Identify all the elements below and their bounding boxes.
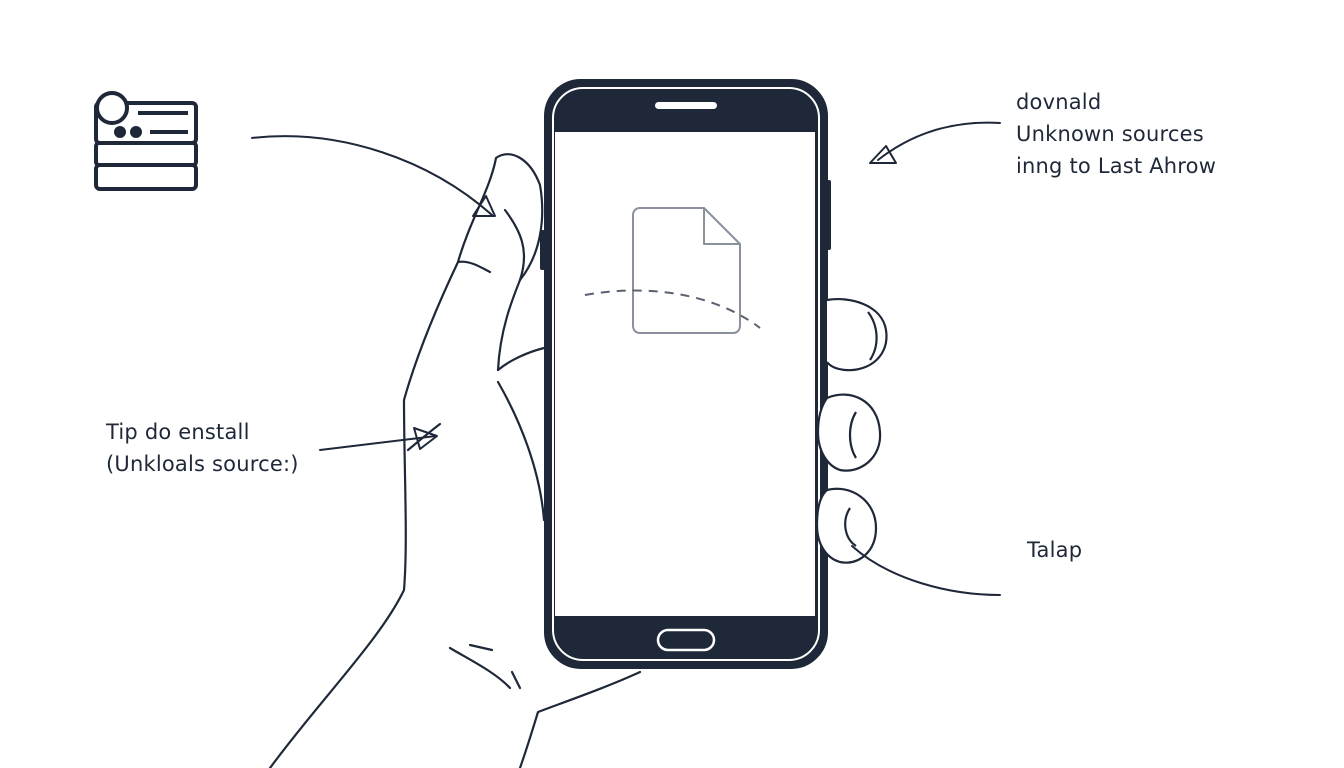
hand-outline [268, 153, 642, 768]
earpiece-speaker [655, 102, 717, 109]
annotation-top-right: dovnald Unknown sources inng to Last Ahr… [1016, 86, 1216, 182]
arrow-top-right [877, 121, 1001, 161]
dashed-swipe-path [584, 289, 761, 329]
annotation-left-middle: Tip do enstall (Unkloals source:) [106, 416, 299, 480]
home-button[interactable] [656, 628, 716, 652]
annotation-top-right-line1: dovnald [1016, 90, 1102, 114]
left-side-button[interactable] [540, 230, 545, 270]
annotation-bottom-right: Talap [1027, 534, 1082, 566]
arrowhead-top-left [472, 195, 496, 217]
arrow-bottom-right [851, 545, 1001, 596]
smartphone [540, 79, 831, 669]
annotation-left-middle-line2: (Unkloals source:) [106, 452, 299, 476]
annotation-left-middle-line1: Tip do enstall [106, 420, 250, 444]
annotation-arrows [251, 121, 1001, 596]
fingers-right [815, 298, 888, 564]
annotation-top-right-line3: inng to Last Ahrow [1016, 154, 1217, 178]
annotation-top-right-line2: Unknown sources [1016, 122, 1204, 146]
side-button[interactable] [827, 180, 831, 250]
arrow-top-left [251, 135, 493, 216]
annotation-bottom-right-line1: Talap [1027, 538, 1083, 562]
arrowhead-left-middle [413, 427, 438, 450]
arrowhead-top-right [869, 145, 897, 164]
file-icon[interactable] [632, 207, 741, 334]
phone-screen[interactable] [555, 132, 815, 616]
server-settings-icon [94, 91, 198, 191]
